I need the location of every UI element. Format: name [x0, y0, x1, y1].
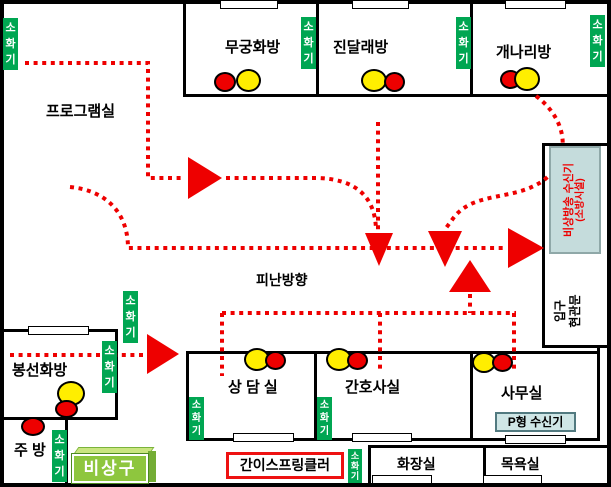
evacuation-arrow — [508, 228, 544, 268]
room-label-toilet: 화장실 — [397, 456, 436, 472]
room-label-mugunghwa: 무궁화방 — [225, 39, 281, 56]
wall — [314, 351, 317, 441]
room-label-program: 프로그램실 — [46, 103, 116, 120]
wall — [186, 351, 600, 354]
route-mid-horizontal — [226, 176, 378, 231]
p-type-receiver-box: P형 수신기 — [495, 412, 576, 432]
door-opening — [28, 326, 89, 335]
door-opening — [220, 0, 278, 9]
emergency-exit-sign: 비상구 — [71, 447, 156, 484]
evacuation-direction-label: 피난방향 — [256, 272, 308, 288]
marker-red — [384, 72, 405, 92]
fire-extinguisher-label: 소화기 — [102, 341, 117, 393]
sprinkler-legend-box: 간이스프링클러 — [226, 452, 344, 479]
route-top-left — [25, 61, 184, 180]
door-opening — [505, 0, 566, 9]
wall — [483, 445, 486, 483]
broadcast-receiver-label: 비상방송 수신기 (소방시설) — [563, 148, 587, 252]
room-label-kitchen: 주 방 — [14, 442, 46, 459]
evacuation-arrow — [188, 157, 222, 199]
room-label-bongseonhwa: 봉선화방 — [12, 362, 68, 379]
broadcast-receiver-line2: (소방시설) — [575, 178, 586, 222]
wall — [183, 94, 607, 97]
entrance-line1: 입구 — [553, 299, 567, 323]
evacuation-arrow — [147, 334, 179, 374]
fire-extinguisher-label: 소화기 — [123, 291, 138, 343]
broadcast-receiver-line1: 비상방송 수신기 — [563, 163, 575, 237]
exit-sign-side-face — [148, 451, 156, 482]
room-label-office: 사무실 — [501, 385, 543, 402]
wall — [470, 351, 473, 441]
door-opening — [352, 0, 409, 9]
exit-sign-label: 비상구 — [71, 453, 149, 484]
wall — [597, 348, 600, 441]
fire-extinguisher-label: 소화기 — [590, 15, 605, 67]
route-main-corridor — [69, 185, 504, 250]
wall — [470, 4, 473, 97]
wall — [542, 143, 545, 348]
wall — [316, 4, 319, 97]
wall — [542, 143, 607, 146]
evacuation-arrow — [365, 233, 393, 266]
fire-extinguisher-label: 소화기 — [317, 397, 332, 440]
wall — [186, 351, 189, 441]
evacuation-arrow — [449, 260, 491, 292]
entrance-label: 입구 현관문 — [553, 281, 599, 341]
fire-extinguisher-label: 소화기 — [52, 430, 67, 482]
exit-sign-top-face — [73, 447, 155, 454]
door-opening — [233, 433, 294, 442]
marker-yellow — [514, 67, 540, 91]
door-opening — [483, 475, 542, 484]
fire-extinguisher-label: 소화기 — [348, 449, 362, 483]
fire-extinguisher-label: 소화기 — [189, 397, 204, 440]
wall — [542, 345, 607, 348]
room-label-counseling: 상 담 실 — [228, 379, 278, 396]
evacuation-arrow — [428, 231, 462, 267]
wall — [4, 417, 118, 420]
marker-yellow — [236, 69, 261, 92]
door-opening — [505, 435, 566, 444]
marker-red — [492, 353, 513, 372]
door-opening — [372, 475, 432, 484]
marker-red — [214, 72, 236, 92]
room-label-gaenari: 개나리방 — [496, 44, 552, 61]
entrance-line2: 현관문 — [568, 294, 582, 328]
wall — [183, 4, 186, 97]
wall — [368, 445, 607, 448]
room-label-jindallae: 진달래방 — [333, 39, 389, 56]
door-opening — [352, 433, 412, 442]
marker-red — [347, 351, 368, 370]
wall — [368, 445, 371, 483]
broadcast-receiver-box: 비상방송 수신기 (소방시설) — [549, 146, 601, 254]
room-label-bath: 목욕실 — [501, 456, 540, 472]
marker-red — [265, 351, 286, 370]
fire-extinguisher-label: 소화기 — [301, 17, 316, 69]
route-gaenari — [444, 94, 565, 230]
fire-extinguisher-label: 소화기 — [3, 18, 18, 70]
fire-extinguisher-label: 소화기 — [456, 17, 471, 69]
marker-red — [21, 417, 45, 436]
room-label-nurse: 간호사실 — [345, 379, 401, 396]
marker-red — [55, 400, 78, 418]
